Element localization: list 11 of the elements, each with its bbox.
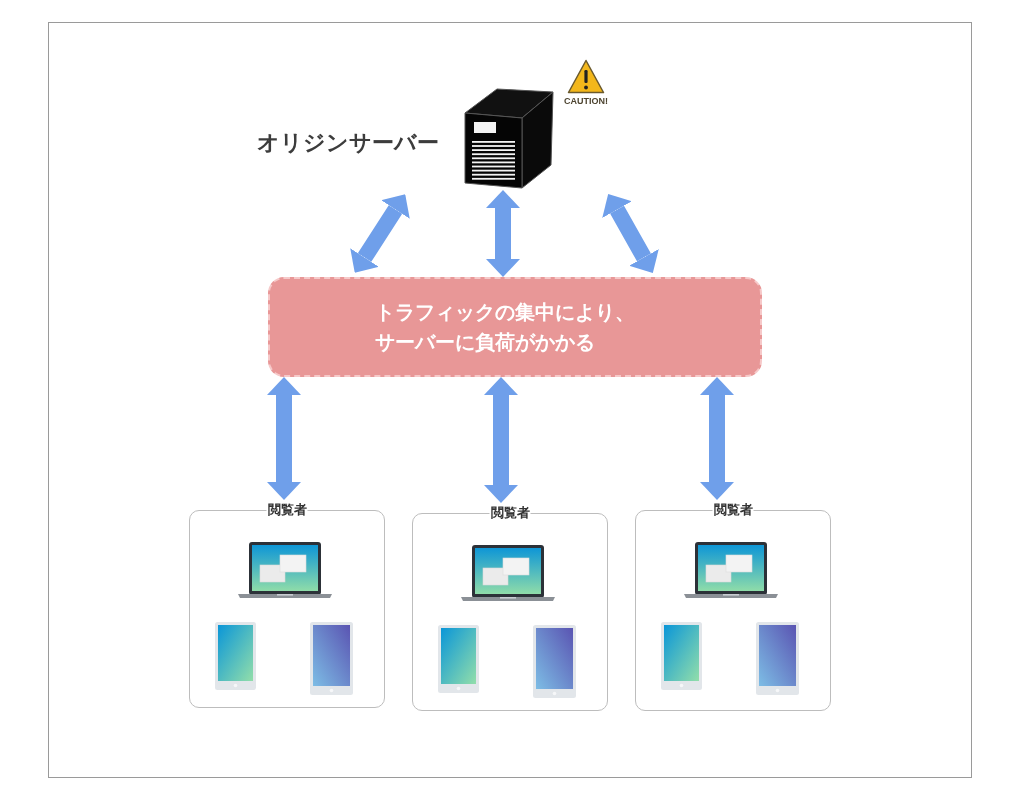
double-arrow	[267, 377, 301, 500]
group-heading: 閲覧者	[266, 502, 308, 518]
double-arrow	[486, 190, 520, 277]
note-box	[268, 277, 762, 377]
double-arrow	[484, 377, 518, 503]
note-text: トラフィックの集中により、サーバーに負荷がかかる	[375, 300, 636, 355]
server-label: オリジンサーバー	[257, 129, 439, 157]
group-heading: 閲覧者	[489, 505, 531, 521]
double-arrow	[700, 377, 734, 500]
group-heading: 閲覧者	[712, 502, 754, 518]
caution-text: CAUTION!	[563, 96, 609, 107]
